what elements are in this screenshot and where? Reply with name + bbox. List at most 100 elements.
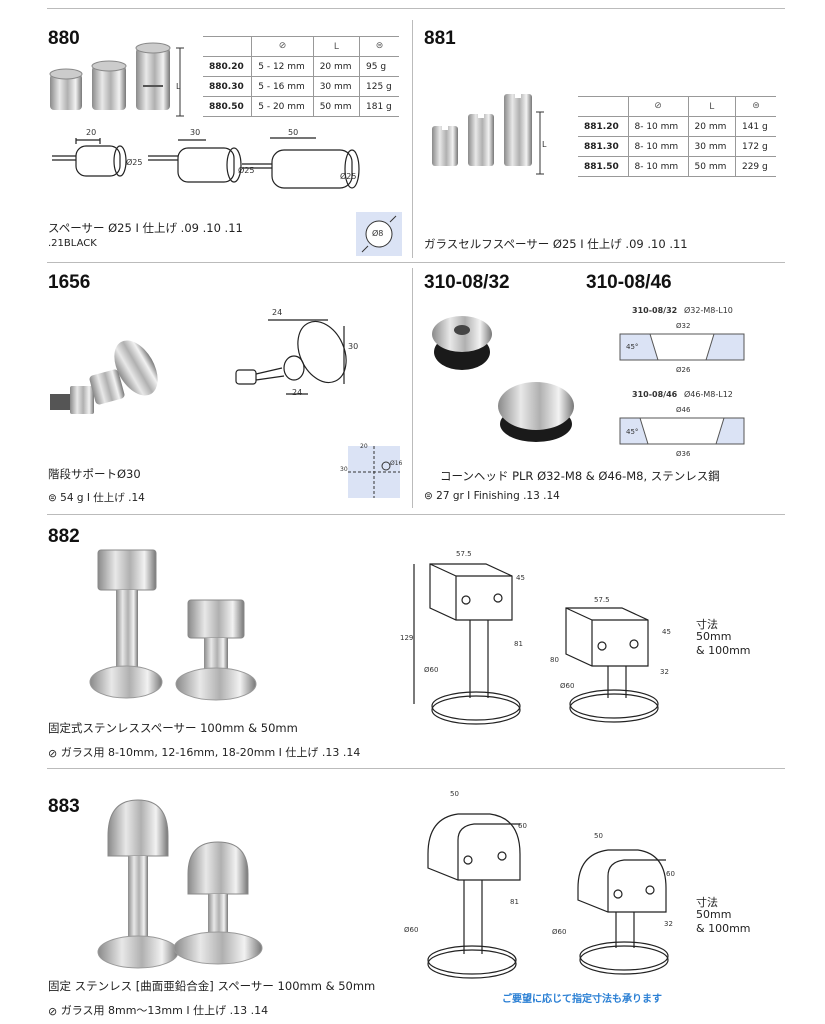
dim-label: 24	[272, 308, 283, 317]
l-dimension	[176, 47, 184, 117]
standoff-882-drawing-50	[565, 607, 659, 723]
spacer-880-drawing	[52, 137, 360, 189]
spacer-880-photo	[49, 42, 171, 110]
glass-spec-text: ガラス用 8-10mm, 12-16mm, 18-20mm I 仕上げ .13 …	[60, 746, 361, 759]
product-code-1656: 1656	[48, 272, 91, 293]
weight-finish-text: 27 gr I Finishing .13 .14	[436, 490, 560, 502]
spacer-881-photo	[432, 88, 532, 166]
dimension-note-value: & 100mm	[696, 644, 751, 657]
product-description: 階段サポートØ30	[48, 467, 141, 481]
glass-spec-text: ガラス用 8mm〜13mm I 仕上げ .13 .14	[60, 1004, 269, 1017]
product-code-882: 882	[48, 526, 80, 547]
product-code-310-08-46: 310-08/46	[586, 272, 672, 293]
table-row: 881.30 8- 10 mm 30 mm 172 g	[578, 136, 776, 157]
spec-table-881: ⊘ L ⊜ 881.20 8- 10 mm 20 mm 141 g 881.30…	[578, 96, 776, 177]
dim-label: Ø46	[676, 406, 691, 414]
glass-thickness-icon: ⊘	[48, 746, 58, 760]
cone-head-photo	[432, 316, 574, 442]
product-glass-spec: ⊘ ガラス用 8mm〜13mm I 仕上げ .13 .14	[48, 1002, 268, 1018]
divider	[412, 20, 413, 258]
cone-section-46	[619, 417, 745, 445]
grid-dimension-diagram	[348, 446, 400, 498]
product-description: コーンヘッド PLR Ø32-M8 & Ø46-M8, ステンレス鋼	[440, 469, 720, 483]
dim-label: 60	[518, 822, 527, 830]
divider	[47, 768, 785, 769]
standoff-883-drawing-50	[577, 849, 669, 975]
table-row: 880.50 5 - 20 mm 50 mm 181 g	[203, 96, 399, 117]
dim-label: 50	[288, 128, 299, 137]
divider	[47, 514, 785, 515]
dimension-note-label: 寸法	[696, 618, 718, 631]
table-row: 881.20 8- 10 mm 20 mm 141 g	[578, 116, 776, 137]
glass-thickness-icon: ⊘	[278, 41, 287, 52]
dim-label: 50	[594, 832, 603, 840]
dim-label: 20	[86, 128, 97, 137]
dim-label: Ø36	[676, 450, 691, 458]
glass-thickness-icon: ⊘	[654, 101, 662, 112]
product-weight: ⊜ 54 g I 仕上げ .14	[48, 490, 145, 505]
weight-icon: ⊜	[424, 490, 433, 502]
divider	[47, 262, 785, 263]
standoff-882-drawing-100	[413, 563, 521, 725]
standoff-882-photo	[89, 549, 257, 701]
dim-label: 30	[190, 128, 201, 137]
dim-label: Ø60	[560, 682, 575, 690]
dim-label: 57.5	[456, 550, 472, 558]
dim-label: 80	[550, 656, 559, 664]
dim-label: 24	[292, 388, 303, 397]
standoff-883-drawing-100	[427, 813, 521, 979]
weight-icon: ⊜	[375, 41, 384, 52]
stair-support-drawing	[235, 319, 347, 395]
dim-label: 129	[400, 634, 414, 642]
dim-label: 45	[516, 574, 525, 582]
custom-size-note: ご要望に応じて指定寸法も承ります	[502, 994, 662, 1005]
weight-finish-text: 54 g I 仕上げ .14	[60, 492, 145, 504]
product-code-881: 881	[424, 28, 456, 49]
l-label: L	[176, 82, 181, 91]
product-description: ガラスセルフスペーサー Ø25 I 仕上げ .09 .10 .11	[424, 237, 688, 251]
divider	[47, 8, 785, 9]
l-label: L	[542, 140, 547, 149]
cone-section-32	[619, 333, 745, 361]
standoff-883-photo	[97, 799, 263, 969]
dim-label: 60	[666, 870, 675, 878]
dim-label: Ø60	[552, 928, 567, 936]
badge-label: Ø8	[372, 229, 384, 238]
dim-label: 20	[360, 443, 368, 450]
product-code-310-08-32: 310-08/32	[424, 272, 510, 293]
stair-support-photo	[50, 340, 158, 414]
divider	[412, 268, 413, 508]
glass-thickness-icon: ⊘	[48, 1004, 58, 1018]
dim-label: Ø60	[404, 926, 419, 934]
hole-icon	[361, 215, 397, 253]
dim-label: 30	[348, 342, 359, 351]
dim-label: Ø25	[340, 172, 357, 181]
dim-label: 32	[660, 668, 669, 676]
dimension-note-value: 50mm	[696, 630, 732, 643]
dim-label: 45°	[626, 343, 639, 351]
dim-label: Ø60	[424, 666, 439, 674]
hole-diameter-badge: Ø8	[356, 212, 402, 256]
dimension-note-value: & 100mm	[696, 922, 751, 935]
dim-label: 45	[662, 628, 671, 636]
cone-spec: Ø46-M8-L12	[684, 390, 733, 399]
dim-label: 45°	[626, 428, 639, 436]
product-code-880: 880	[48, 28, 80, 49]
product-weight: ⊜ 27 gr I Finishing .13 .14	[424, 490, 560, 502]
table-row: 880.30 5 - 16 mm 30 mm 125 g	[203, 76, 399, 97]
dimension-note-value: 50mm	[696, 908, 732, 921]
product-description: 固定 ステンレス [曲面亜鉛合金] スペーサー 100mm & 50mm	[48, 979, 376, 993]
product-description: スペーサー Ø25 I 仕上げ .09 .10 .11	[48, 221, 243, 235]
table-row: 880.20 5 - 12 mm 20 mm 95 g	[203, 56, 399, 77]
dim-label: 81	[514, 640, 523, 648]
table-row: 881.50 8- 10 mm 50 mm 229 g	[578, 156, 776, 177]
product-description: .21BLACK	[48, 238, 97, 249]
dim-label: Ø16	[390, 460, 403, 467]
dim-label: Ø32	[676, 322, 691, 330]
product-description: 固定式ステンレススペーサー 100mm & 50mm	[48, 721, 298, 735]
dim-label: 30	[340, 466, 348, 473]
dim-label: Ø26	[676, 366, 691, 374]
dim-label: 81	[510, 898, 519, 906]
dimension-note-label: 寸法	[696, 896, 718, 909]
dim-label: 57.5	[594, 596, 610, 604]
